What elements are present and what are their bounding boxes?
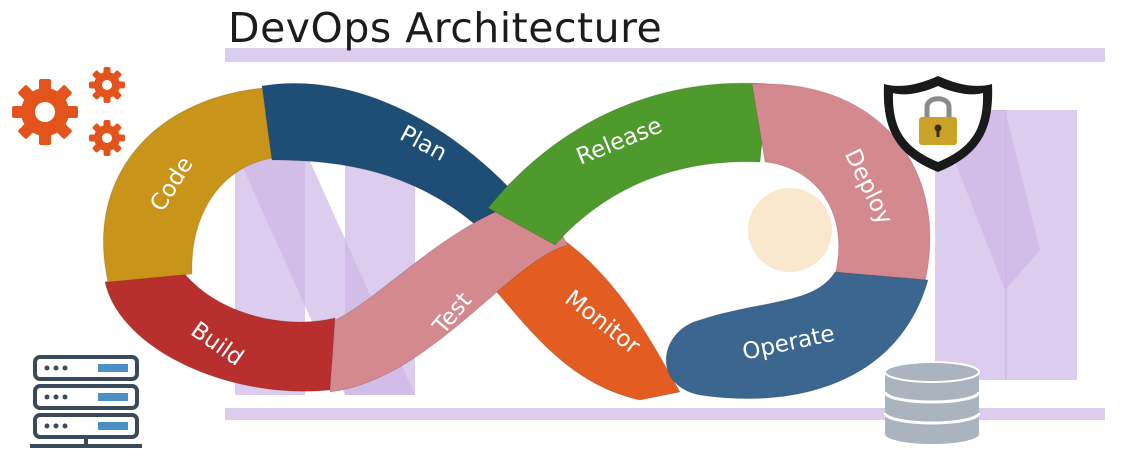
stage-build: Build — [104, 267, 336, 392]
stage-test-segment — [329, 197, 569, 393]
stage-code: Code — [103, 87, 273, 283]
database-icon — [883, 361, 981, 444]
stage-operate: Operate — [665, 271, 929, 400]
stage-deploy-segment — [751, 83, 931, 283]
stage-release: Release — [487, 82, 769, 246]
stage-release-segment — [487, 82, 769, 246]
stage-test: Test — [329, 197, 569, 393]
server-icon — [30, 355, 142, 448]
stage-code-segment — [103, 87, 273, 283]
stage-build-segment — [104, 267, 336, 392]
shield-lock-icon — [883, 76, 993, 172]
stage-operate-segment — [665, 271, 929, 400]
stage-deploy: Deploy — [751, 83, 931, 283]
page-title: DevOps Architecture — [228, 4, 663, 52]
gears-icon — [12, 67, 125, 156]
